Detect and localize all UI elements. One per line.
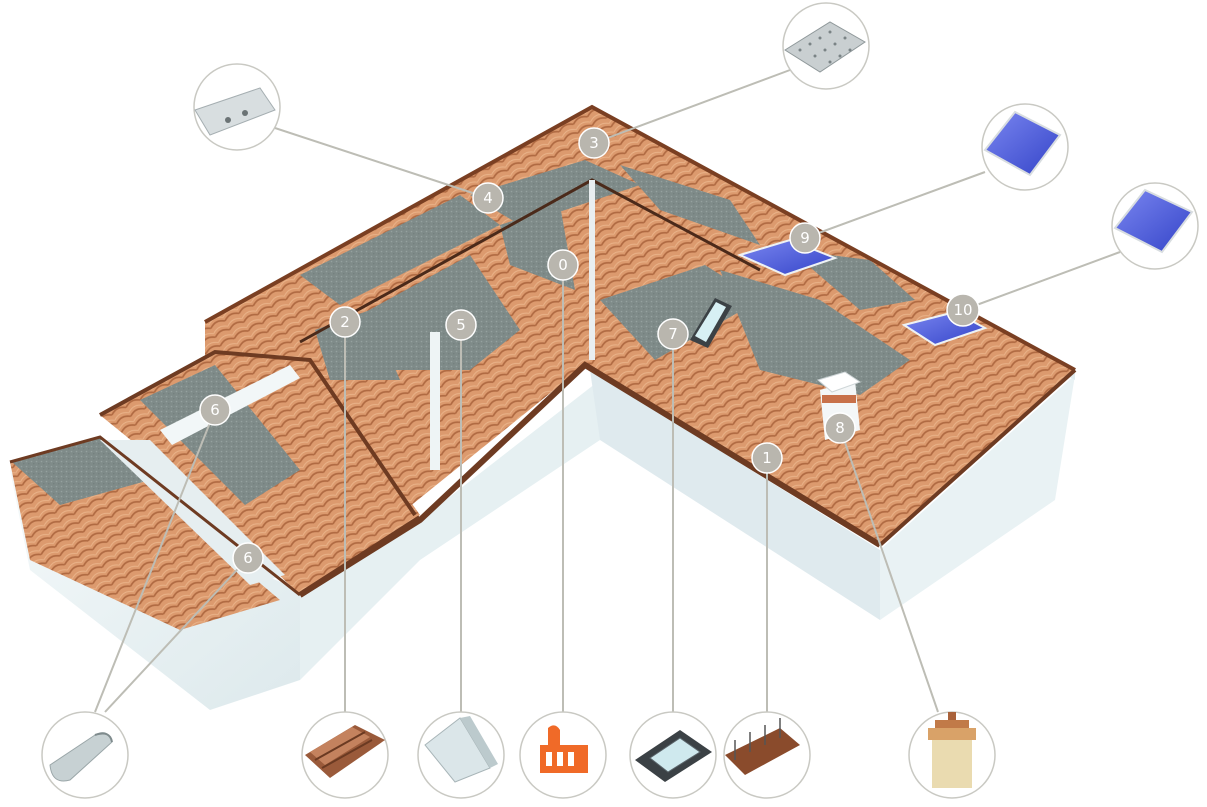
eaves-comb-icon bbox=[725, 718, 800, 775]
svg-text:6: 6 bbox=[243, 549, 253, 567]
callout-badge-4: 4 bbox=[472, 182, 504, 214]
callout-badge-7: 7 bbox=[657, 318, 689, 350]
svg-text:10: 10 bbox=[953, 301, 972, 319]
callout-badge-6b: 6 bbox=[232, 542, 264, 574]
orange-ridge-clip-icon bbox=[540, 725, 588, 773]
callout-badge-3: 3 bbox=[578, 127, 610, 159]
callout-badge-2: 2 bbox=[329, 306, 361, 338]
callout-badge-1: 1 bbox=[751, 442, 783, 474]
svg-text:9: 9 bbox=[800, 229, 810, 247]
callout-badge-8: 8 bbox=[824, 412, 856, 444]
callout-badge-0: 0 bbox=[547, 249, 579, 281]
thumb-solar-panel-9 bbox=[981, 103, 1069, 191]
metal-valley-flashing-icon bbox=[194, 87, 276, 136]
wall-flashing-icon bbox=[424, 716, 498, 783]
callout-badge-9: 9 bbox=[789, 222, 821, 254]
perforated-ridge-vent-icon bbox=[784, 21, 866, 73]
thumb-roof-window bbox=[629, 711, 717, 799]
svg-text:2: 2 bbox=[340, 313, 350, 331]
thumb-eaves-comb bbox=[723, 711, 811, 799]
solar-panel-icon bbox=[1113, 188, 1194, 254]
svg-text:1: 1 bbox=[762, 449, 772, 467]
thumb-perforated-ridge-vent bbox=[782, 2, 870, 90]
svg-text:4: 4 bbox=[483, 189, 493, 207]
chimney-icon bbox=[928, 712, 976, 788]
svg-text:5: 5 bbox=[456, 316, 466, 334]
thumb-valley-flashing bbox=[193, 63, 281, 151]
thumb-ridge-clip bbox=[519, 711, 607, 799]
roof-window-icon bbox=[635, 730, 712, 782]
thumb-eaves-grille bbox=[301, 711, 389, 799]
leader-lines bbox=[94, 69, 1121, 713]
svg-text:3: 3 bbox=[589, 134, 599, 152]
callout-badge-5: 5 bbox=[445, 309, 477, 341]
thumb-solar-panel-10 bbox=[1111, 182, 1199, 270]
rolled-flashing-icon bbox=[49, 732, 113, 782]
thumb-chimney bbox=[908, 711, 996, 799]
callout-badge-10: 10 bbox=[946, 293, 980, 327]
thumb-rolled-flashing bbox=[41, 711, 129, 799]
callout-badge-6a: 6 bbox=[199, 394, 231, 426]
svg-text:8: 8 bbox=[835, 419, 845, 437]
eaves-ventilation-grille-icon bbox=[305, 725, 385, 778]
solar-panel-icon bbox=[983, 110, 1062, 177]
svg-text:7: 7 bbox=[668, 325, 678, 343]
thumb-wall-flashing bbox=[417, 711, 505, 799]
svg-text:0: 0 bbox=[558, 256, 568, 274]
roof-window bbox=[690, 298, 732, 348]
svg-text:6: 6 bbox=[210, 401, 220, 419]
